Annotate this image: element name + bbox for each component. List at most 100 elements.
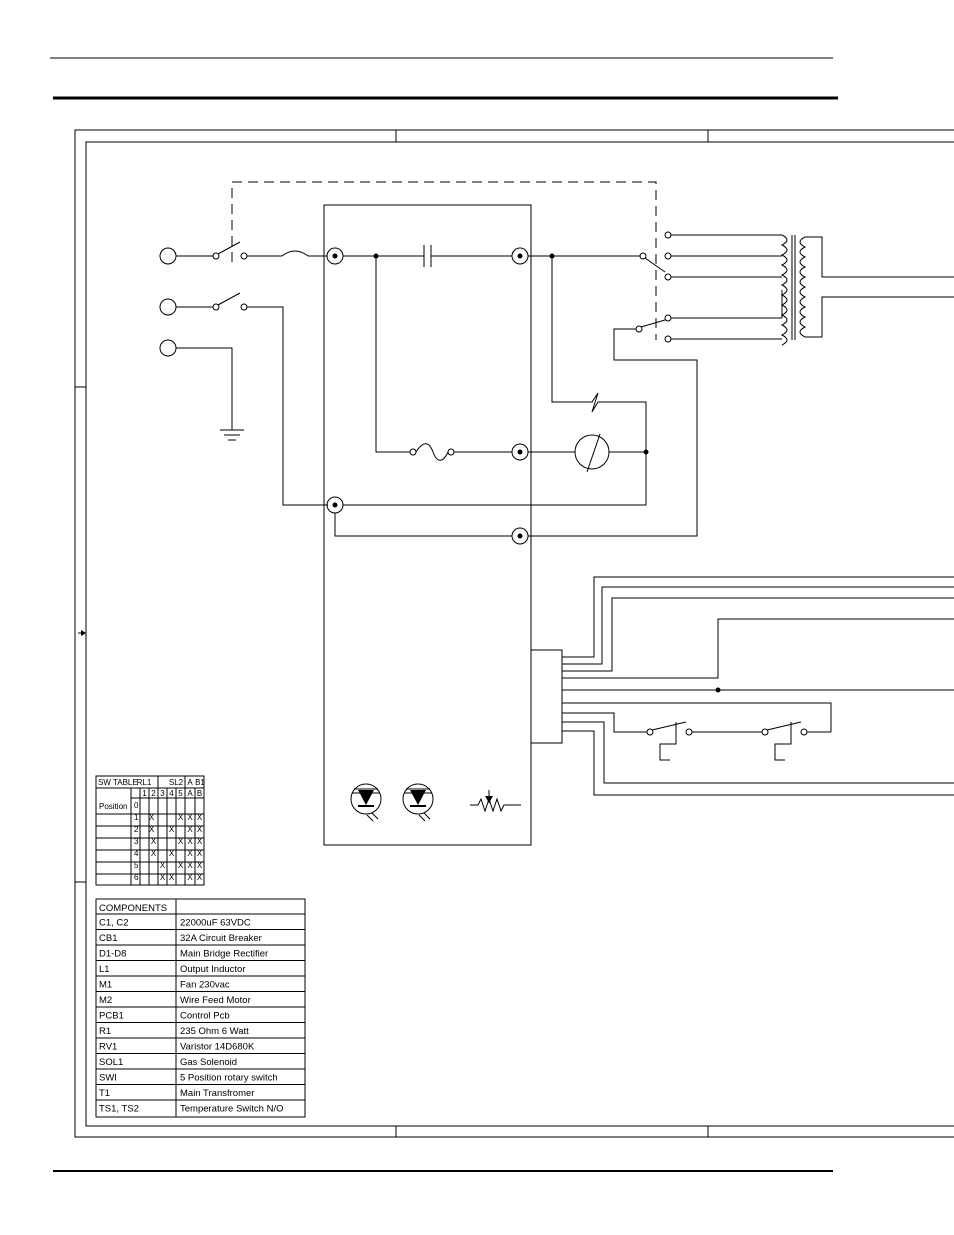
- sw-table-mark: X: [197, 837, 203, 846]
- pcb-connector: [530, 649, 563, 744]
- sw-table-column-header: A: [187, 789, 193, 798]
- sw-table-mark: X: [187, 849, 193, 858]
- component-ref: SOL1: [99, 1057, 123, 1068]
- components-table: COMPONENTS C1, C2 22000uF 63VDC CB1 32A Cir…: [95, 898, 306, 1118]
- led-1: [350, 783, 382, 815]
- sw-table-mark: X: [197, 849, 203, 858]
- component-ref: T1: [99, 1088, 110, 1099]
- sw-table-mark: X: [151, 837, 157, 846]
- sw-table-group-a: A: [187, 778, 193, 787]
- sw-table-column-header: 5: [178, 789, 183, 798]
- component-ref: RV1: [99, 1042, 117, 1053]
- temp-switch-1-blade: [651, 721, 687, 731]
- component-desc: Main Transfromer: [180, 1088, 254, 1099]
- drawing-frame: [74, 129, 954, 1138]
- mains-switch-blade-2: [217, 292, 241, 306]
- component-desc: Output Inductor: [180, 964, 245, 975]
- transformer-secondary: [799, 236, 807, 338]
- sw-table-position: 3: [134, 837, 139, 846]
- sw-table-mark: X: [160, 873, 166, 882]
- sw-table-mark: X: [178, 837, 184, 846]
- switch-linkage-dashed: [231, 181, 657, 340]
- sw-table-mark: X: [178, 861, 184, 870]
- sw-table-mark: X: [149, 825, 155, 834]
- sw-table-mark: X: [197, 861, 203, 870]
- led-2-diode: [410, 790, 426, 805]
- component-desc: Temperature Switch N/O: [180, 1104, 283, 1115]
- input-terminal-1: [159, 247, 177, 265]
- component-ref: D1-D8: [99, 949, 126, 960]
- sw-table-column-header: 4: [169, 789, 174, 798]
- sw-table-mark: X: [187, 861, 193, 870]
- sw-table-mark: X: [197, 873, 203, 882]
- sw-table-mark: X: [187, 837, 193, 846]
- sw-table-position: 6: [134, 873, 139, 882]
- sw-table-mark: X: [197, 825, 203, 834]
- zone-marker-arrow: [81, 630, 86, 636]
- component-ref: C1, C2: [99, 918, 129, 929]
- junction-dot: [643, 449, 649, 455]
- sw-table-position: 1: [134, 813, 139, 822]
- component-ref: M2: [99, 995, 112, 1006]
- component-desc: 5 Position rotary switch: [180, 1073, 278, 1084]
- sw-table-mark: X: [149, 813, 155, 822]
- sw-table-mark: X: [197, 813, 203, 822]
- component-ref: SWI: [99, 1073, 117, 1084]
- junction-dot: [373, 253, 379, 259]
- sw-table-mark: X: [160, 861, 166, 870]
- component-ref: M1: [99, 980, 112, 991]
- transformer-primary: [780, 234, 788, 346]
- sw-table-mark: X: [169, 825, 175, 834]
- component-ref: PCB1: [99, 1011, 124, 1022]
- sw-table-position: 4: [134, 849, 139, 858]
- component-desc: Main Bridge Rectifier: [180, 949, 268, 960]
- sw-table-mark: X: [151, 849, 157, 858]
- component-desc: 235 Ohm 6 Watt: [180, 1026, 249, 1037]
- junction-dot: [715, 687, 721, 693]
- component-ref: TS1, TS2: [99, 1104, 139, 1115]
- sw-table-column-header: 2: [151, 789, 156, 798]
- selector-switch-blade-2: [640, 319, 666, 328]
- sw-table-group-sl2: SL2: [169, 778, 184, 787]
- circuit-breaker-arc: [281, 250, 309, 257]
- mains-switch-blade-1: [217, 241, 241, 255]
- junction-dot: [549, 253, 555, 259]
- sw-table-column-header: 3: [160, 789, 165, 798]
- led-1-diode: [358, 790, 374, 805]
- component-ref: R1: [99, 1026, 111, 1037]
- sw-table-mark: X: [178, 813, 184, 822]
- temp-switch-2-blade: [766, 721, 802, 731]
- component-ref: CB1: [99, 933, 117, 944]
- selector-switch-blade-1: [644, 257, 666, 273]
- sw-table-position-label: Position: [99, 802, 127, 811]
- sw-table-mark: X: [187, 825, 193, 834]
- potentiometer: [470, 797, 521, 813]
- component-desc: Control Pcb: [180, 1011, 230, 1022]
- sw-table-position: 2: [134, 825, 139, 834]
- sw-table-title: SW TABLE: [98, 778, 138, 787]
- control-board: [323, 204, 532, 846]
- component-desc: Fan 230vac: [180, 980, 230, 991]
- sw-table-mark: X: [187, 813, 193, 822]
- component-desc: Varistor 14D680K: [180, 1042, 255, 1053]
- sw-table-group-b1: B1: [195, 778, 205, 787]
- earth-terminal: [159, 339, 177, 357]
- sw-table-mark: X: [169, 849, 175, 858]
- component-desc: Gas Solenoid: [180, 1057, 237, 1068]
- sw-table-mark: X: [187, 873, 193, 882]
- wiring: [159, 231, 954, 822]
- components-title: COMPONENTS: [99, 903, 167, 914]
- led-2: [402, 783, 434, 815]
- sw-table-column-header: B: [197, 789, 202, 798]
- component-desc: 22000uF 63VDC: [180, 918, 251, 929]
- fan-motor: [574, 434, 610, 470]
- input-terminal-2: [159, 298, 177, 316]
- sw-table-group-rl1: RL1: [137, 778, 152, 787]
- component-desc: 32A Circuit Breaker: [180, 933, 262, 944]
- sw-table-position: 5: [134, 861, 139, 870]
- component-desc: Wire Feed Motor: [180, 995, 251, 1006]
